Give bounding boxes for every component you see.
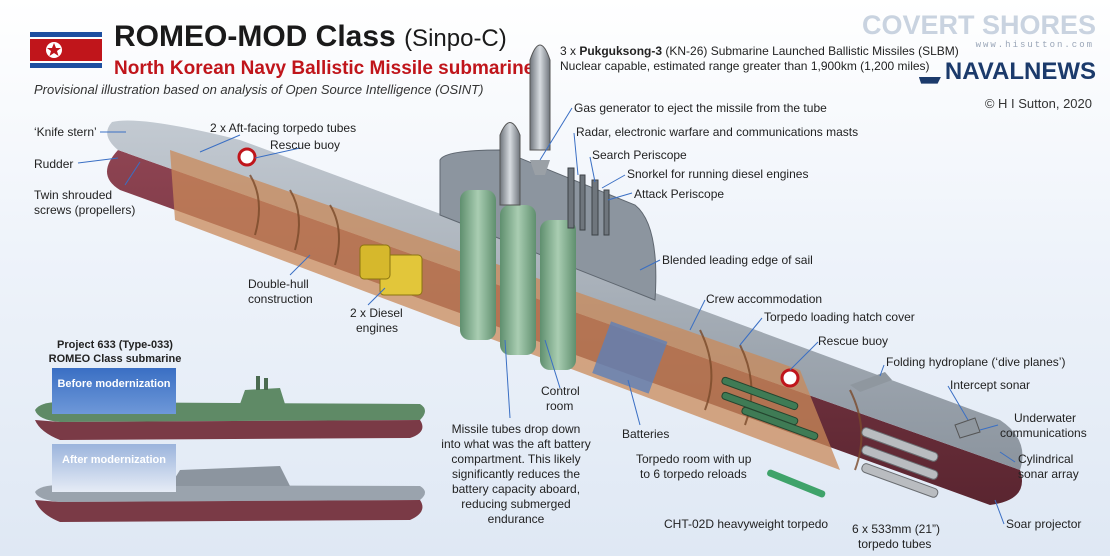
covert-shores-logo: COVERT SHORES xyxy=(861,10,1096,40)
osint-note: Provisional illustration based on analys… xyxy=(34,82,484,97)
page-subtitle: North Korean Navy Ballistic Missile subm… xyxy=(114,58,535,79)
comparison-header: Project 633 (Type-033) ROMEO Class subma… xyxy=(40,338,190,366)
slbm-note-line2: Nuclear capable, estimated range greater… xyxy=(560,59,930,73)
label-rescue-buoy-aft: Rescue buoy xyxy=(270,138,341,152)
north-korea-flag xyxy=(30,32,102,68)
slbm-missile xyxy=(529,44,551,175)
label-rescue-buoy-fwd: Rescue buoy xyxy=(818,334,889,348)
covert-shores-url: www.hisutton.com xyxy=(975,40,1094,50)
label-underwater-comms-2: communications xyxy=(1000,426,1087,440)
label-torpedo-tubes-1: 6 x 533mm (21”) xyxy=(852,522,941,536)
label-knife-stern: ‘Knife stern’ xyxy=(34,125,97,139)
label-attack-periscope: Attack Periscope xyxy=(634,187,725,201)
slbm-name: Pukguksong-3 xyxy=(579,44,663,58)
label-cylindrical-1: Cylindrical xyxy=(1018,452,1074,466)
slbm-desc: (KN-26) Submarine Launched Ballistic Mis… xyxy=(662,44,959,58)
comparison-header-line2: ROMEO Class submarine xyxy=(48,353,182,365)
leader-lines xyxy=(77,107,1016,525)
label-twin-screws-1: Twin shrouded xyxy=(34,188,113,202)
missile-tubes-line: significantly reduces the xyxy=(451,467,581,481)
masts xyxy=(567,167,610,236)
label-torpedo-room-2: to 6 torpedo reloads xyxy=(640,467,747,481)
naval-news-logo: NAVALNEWS xyxy=(918,58,1096,86)
missile-tubes xyxy=(460,190,576,370)
label-crew: Crew accommodation xyxy=(706,292,823,306)
diesel-engine xyxy=(359,244,391,280)
bow-torpedo-tubes xyxy=(861,427,939,498)
missile-tubes-line: endurance xyxy=(487,512,545,526)
label-intercept-sonar: Intercept sonar xyxy=(950,378,1031,392)
label-aft-tubes: 2 x Aft-facing torpedo tubes xyxy=(210,121,357,135)
label-gas-generator: Gas generator to eject the missile from … xyxy=(574,101,827,115)
slbm-count: 3 x xyxy=(560,44,580,58)
torpedo-room xyxy=(721,376,819,441)
label-double-hull-1: Double-hull xyxy=(248,277,309,291)
badge-after: After modernization xyxy=(52,444,176,492)
label-blended-sail: Blended leading edge of sail xyxy=(662,253,813,267)
label-masts: Radar, electronic warfare and communicat… xyxy=(576,125,859,139)
title-main: ROMEO-MOD Class xyxy=(114,20,396,53)
comparison-header-line1: Project 633 (Type-033) xyxy=(57,339,173,351)
label-hydroplane: Folding hydroplane (‘dive planes’) xyxy=(886,355,1066,369)
label-cht: CHT-02D heavyweight torpedo xyxy=(664,517,829,531)
label-search-periscope: Search Periscope xyxy=(592,148,687,162)
label-control-2: room xyxy=(546,399,574,413)
badge-before: Before modernization xyxy=(52,368,176,414)
label-double-hull-2: construction xyxy=(248,292,313,306)
missile-tubes-line: reducing submerged xyxy=(461,497,571,511)
label-torpedo-tubes-2: torpedo tubes xyxy=(858,537,932,551)
label-diesel-2: engines xyxy=(356,321,399,335)
slbm-missile-launching xyxy=(499,122,521,206)
missile-tubes-line: Missile tubes drop down xyxy=(451,422,581,436)
missile-tubes-line: into what was the aft battery xyxy=(441,437,591,451)
national-roundel xyxy=(237,147,257,167)
label-cylindrical-2: sonar array xyxy=(1018,467,1079,481)
battery-compartment xyxy=(592,321,668,394)
label-missile-tubes: Missile tubes drop down into what was th… xyxy=(436,422,596,527)
missile-tubes-line: battery capacity aboard, xyxy=(451,482,581,496)
label-underwater-comms-1: Underwater xyxy=(1014,411,1077,425)
slbm-note-line1: 3 x Pukguksong-3 (KN-26) Submarine Launc… xyxy=(560,44,959,59)
label-batteries: Batteries xyxy=(622,427,670,441)
label-rudder: Rudder xyxy=(34,157,74,171)
label-torpedo-room-1: Torpedo room with up xyxy=(636,452,752,466)
intercept-sonar xyxy=(954,417,981,439)
page-title: ROMEO-MOD Class (Sinpo-C) xyxy=(114,20,507,54)
national-roundel xyxy=(780,368,800,388)
title-suffix: (Sinpo-C) xyxy=(404,25,507,52)
label-snorkel: Snorkel for running diesel engines xyxy=(627,167,809,181)
naval-news-text: NAVALNEWS xyxy=(944,58,1096,85)
hull-ribs xyxy=(249,174,863,471)
missile-tubes-line: compartment. This likely xyxy=(451,452,581,466)
cht-02d-torpedo xyxy=(767,469,826,498)
ship-icon xyxy=(918,77,941,84)
label-diesel-1: 2 x Diesel xyxy=(350,306,403,320)
label-hatch: Torpedo loading hatch cover xyxy=(764,310,915,324)
label-twin-screws-2: screws (propellers) xyxy=(34,203,136,217)
label-control-1: Control xyxy=(541,384,580,398)
hydroplane xyxy=(850,372,892,392)
label-soar: Soar projector xyxy=(1006,517,1082,531)
copyright: © H I Sutton, 2020 xyxy=(984,96,1092,111)
